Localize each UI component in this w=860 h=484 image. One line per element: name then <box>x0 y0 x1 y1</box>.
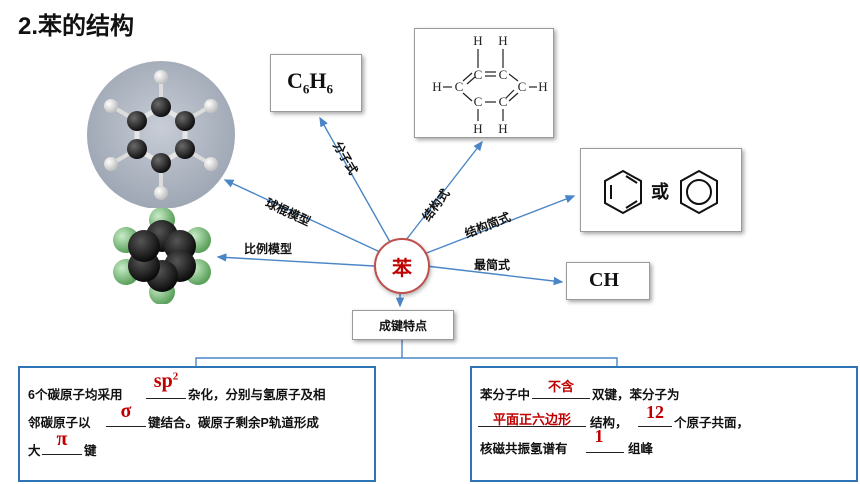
svg-text:C: C <box>499 94 508 109</box>
left-fill-sigma: σ <box>120 400 132 422</box>
right-info-panel: 苯分子中 不含 双键，苯分子为 平面正六边形 结构， 12 个原子共面， 核磁共… <box>470 366 858 482</box>
svg-text:H: H <box>538 79 547 94</box>
simplified-formula-box: 或 <box>580 148 742 232</box>
structural-formula-diagram: H H C C H C C H C C H H <box>432 33 547 136</box>
left-fill-sp2: sp2 <box>153 370 179 392</box>
bracket-connector <box>195 336 618 366</box>
right-blank-2 <box>478 406 586 427</box>
molecular-formula-box: C6H6 <box>270 54 362 112</box>
svg-text:C: C <box>499 67 508 82</box>
right-blank-4 <box>586 432 624 453</box>
center-node-benzene: 苯 <box>374 238 430 294</box>
svg-text:C: C <box>518 79 527 94</box>
bonding-node: 成键特点 <box>352 310 454 340</box>
svg-text:C: C <box>474 67 483 82</box>
arrow-empirical <box>425 265 564 286</box>
left-line3-b: 键 <box>84 444 97 458</box>
or-label: 或 <box>651 182 669 202</box>
left-fill-pi: π <box>56 428 68 450</box>
bonding-label: 成键特点 <box>378 319 427 333</box>
svg-text:H: H <box>473 33 482 48</box>
svg-text:H: H <box>498 121 507 136</box>
left-line2-a: 邻碳原子以 <box>28 416 91 430</box>
arrow-space-filling <box>216 253 375 267</box>
svg-text:C: C <box>455 79 464 94</box>
right-line3-b: 组峰 <box>628 442 654 456</box>
structural-formula-box: H H C C H C C H C C H H <box>414 28 554 138</box>
arrow-ball-stick <box>223 179 381 253</box>
empirical-formula-box: CH <box>566 262 650 300</box>
left-line1-a: 6个碳原子均采用 <box>28 388 123 402</box>
ball-stick-model-image <box>87 61 235 209</box>
right-blank-1 <box>532 378 590 399</box>
right-fill-planar-hexagon: 平面正六边形 <box>492 412 571 427</box>
right-line3-a: 核磁共振氢谱有 <box>480 442 568 456</box>
right-line2-b: 结构， <box>590 416 628 430</box>
molecular-formula: C6H6 <box>287 68 334 97</box>
benzene-ring-diagrams <box>604 169 718 215</box>
left-line2-b: 键结合。碳原子剩余P轨道形成 <box>148 416 319 430</box>
arrow-molecular <box>319 116 391 243</box>
svg-text:H: H <box>432 79 441 94</box>
left-info-panel: 6个碳原子均采用 sp2 杂化，分别与氢原子及相 邻碳原子以 σ 键结合。碳原子… <box>18 366 376 482</box>
arrow-structural <box>405 140 483 241</box>
right-fill-12: 12 <box>646 402 664 422</box>
empirical-formula: CH <box>589 269 619 291</box>
svg-text:H: H <box>473 121 482 136</box>
svg-text:H: H <box>498 33 507 48</box>
branch-label-space-filling: 比例模型 <box>244 242 293 256</box>
right-fill-1: 1 <box>594 426 604 446</box>
branch-label-empirical: 最简式 <box>474 258 511 272</box>
left-line3-a: 大 <box>28 444 41 458</box>
left-blank-2 <box>106 406 146 427</box>
center-label: 苯 <box>392 257 412 280</box>
right-line1-b: 双键，苯分子为 <box>592 388 680 402</box>
page-title: 2.苯的结构 <box>18 13 135 40</box>
right-line1-a: 苯分子中 <box>480 388 531 402</box>
left-blank-3 <box>42 434 82 455</box>
svg-text:C: C <box>474 94 483 109</box>
left-blank-1 <box>146 376 186 399</box>
right-blank-3 <box>638 406 672 427</box>
arrow-simplified <box>423 195 576 255</box>
right-line2-c: 个原子共面， <box>674 416 750 430</box>
right-fill-no-double: 不含 <box>547 379 574 394</box>
space-filling-model-image <box>110 208 214 304</box>
left-line1-b: 杂化，分别与氢原子及相 <box>188 388 326 402</box>
